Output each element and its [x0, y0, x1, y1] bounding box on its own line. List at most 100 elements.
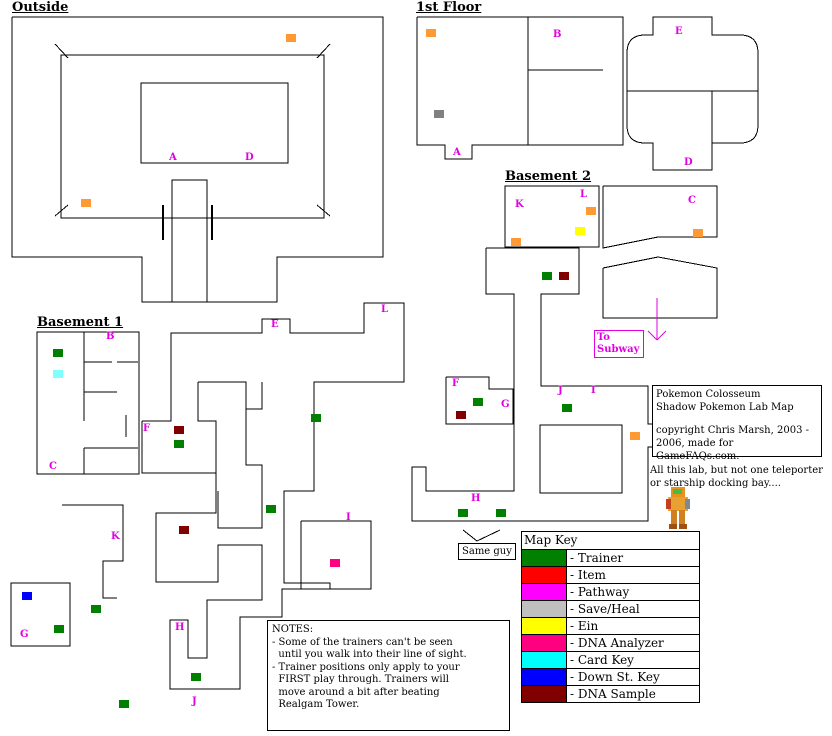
- map-key-row: - DNA Analyzer: [522, 634, 699, 651]
- room-letter: C: [688, 195, 696, 206]
- room-letter: K: [515, 199, 524, 210]
- map-key-swatch: [522, 601, 567, 617]
- room-letter: G: [501, 399, 510, 410]
- map-key-row: - Ein: [522, 617, 699, 634]
- arrow-down-icon: [647, 298, 667, 341]
- basement2-map: [411, 185, 718, 522]
- dna-analyzer-marker: [330, 559, 340, 567]
- outside-title: Outside: [12, 0, 69, 15]
- floor1-title: 1st Floor: [416, 0, 482, 15]
- item-marker: [693, 229, 703, 237]
- room-letter: H: [471, 493, 481, 504]
- room-letter: F: [143, 423, 151, 434]
- basement1-title: Basement 1: [37, 315, 124, 330]
- room-letter: D: [684, 157, 693, 168]
- map-key-label: - Pathway: [570, 585, 630, 599]
- trainer-marker: [91, 605, 101, 613]
- map-key-row: - Card Key: [522, 651, 699, 668]
- trainer-marker: [191, 673, 201, 681]
- map-key-swatch: [522, 584, 567, 600]
- down-st-key-marker: [22, 592, 32, 600]
- item-marker: [586, 207, 596, 215]
- dna-sample-marker: [456, 411, 466, 419]
- dna-sample-marker: [559, 272, 569, 280]
- room-letter: B: [106, 331, 115, 342]
- same-guy-label: Same guy: [458, 543, 516, 560]
- room-letter: L: [381, 304, 389, 315]
- map-key-title: Map Key: [524, 533, 578, 547]
- trainer-marker: [473, 398, 483, 406]
- trainer-marker: [266, 505, 276, 513]
- credit-box: Pokemon Colosseum Shadow Pokemon Lab Map…: [652, 385, 822, 462]
- map-key-label: - Card Key: [570, 653, 634, 667]
- card-key-marker: [53, 370, 63, 378]
- map-key-label: - Save/Heal: [570, 602, 640, 616]
- note-line: - Some of the trainers can't be seen: [272, 636, 453, 648]
- trainer-marker: [562, 404, 572, 412]
- floor1-map: [416, 16, 759, 171]
- trainer-marker: [496, 509, 506, 517]
- room-letter: I: [591, 385, 596, 396]
- room-letter: J: [558, 385, 563, 396]
- trainer-marker: [54, 625, 64, 633]
- map-key-swatch: [522, 652, 567, 668]
- map-key-swatch: [522, 686, 567, 702]
- trainer-marker: [458, 509, 468, 517]
- item-marker: [286, 34, 296, 42]
- map-key-label: - Trainer: [570, 551, 624, 565]
- room-letter: D: [245, 152, 254, 163]
- outside-map: [11, 16, 384, 303]
- map-key-row: - Save/Heal: [522, 600, 699, 617]
- room-letter: F: [452, 378, 460, 389]
- room-letter: H: [175, 622, 185, 633]
- map-key-swatch: [522, 669, 567, 685]
- trainer-marker: [174, 440, 184, 448]
- ein-marker: [575, 227, 585, 235]
- to-subway-label: To Subway: [594, 330, 644, 358]
- room-letter: E: [675, 26, 683, 37]
- dna-sample-marker: [179, 526, 189, 534]
- markers: [22, 29, 703, 708]
- map-key-label: - DNA Sample: [570, 687, 656, 701]
- map-key-label: - DNA Analyzer: [570, 636, 664, 650]
- map-key-swatch: [522, 567, 567, 583]
- room-letter: B: [553, 29, 562, 40]
- save-heal-marker: [434, 110, 444, 118]
- map-key-row: - Down St. Key: [522, 668, 699, 685]
- note-line: Realgam Tower.: [272, 699, 360, 710]
- map-key-row: - DNA Sample: [522, 685, 699, 702]
- map-key-label: - Item: [570, 568, 606, 582]
- room-letter: G: [20, 629, 29, 640]
- room-letter: K: [111, 531, 120, 542]
- room-letter: C: [49, 461, 57, 472]
- comment-text: All this lab, but not one teleporter or …: [650, 465, 823, 489]
- credit-line: 2006, made for GameFAQs.com.: [656, 438, 740, 462]
- credit-line: Shadow Pokemon Lab Map: [656, 402, 794, 413]
- map-key-label: - Down St. Key: [570, 670, 660, 684]
- item-marker: [81, 199, 91, 207]
- item-marker: [426, 29, 436, 37]
- notes-title: NOTES:: [272, 624, 314, 635]
- map-key: Map Key - Trainer - Item - Pathway - Save/H…: [521, 531, 700, 703]
- note-line: move around a bit after beating: [272, 686, 440, 698]
- trainer-marker: [311, 414, 321, 422]
- dna-sample-marker: [174, 426, 184, 434]
- map-key-swatch: [522, 635, 567, 651]
- room-letter: I: [346, 512, 351, 523]
- map-key-swatch: [522, 550, 567, 566]
- credit-line: copyright Chris Marsh, 2003 -: [656, 425, 809, 436]
- room-letter: L: [580, 189, 588, 200]
- map-key-label: - Ein: [570, 619, 599, 633]
- notes-box: NOTES: - Some of the trainers can't be s…: [267, 620, 510, 731]
- credit-line: Pokemon Colosseum: [656, 389, 761, 400]
- map-key-row: - Trainer: [522, 549, 699, 566]
- map-key-row: - Item: [522, 566, 699, 583]
- room-letter: A: [453, 147, 461, 158]
- map-key-row: - Pathway: [522, 583, 699, 600]
- map-key-swatch: [522, 618, 567, 634]
- trainer-marker: [119, 700, 129, 708]
- room-letter: A: [169, 152, 177, 163]
- item-marker: [630, 432, 640, 440]
- trainer-marker: [53, 349, 63, 357]
